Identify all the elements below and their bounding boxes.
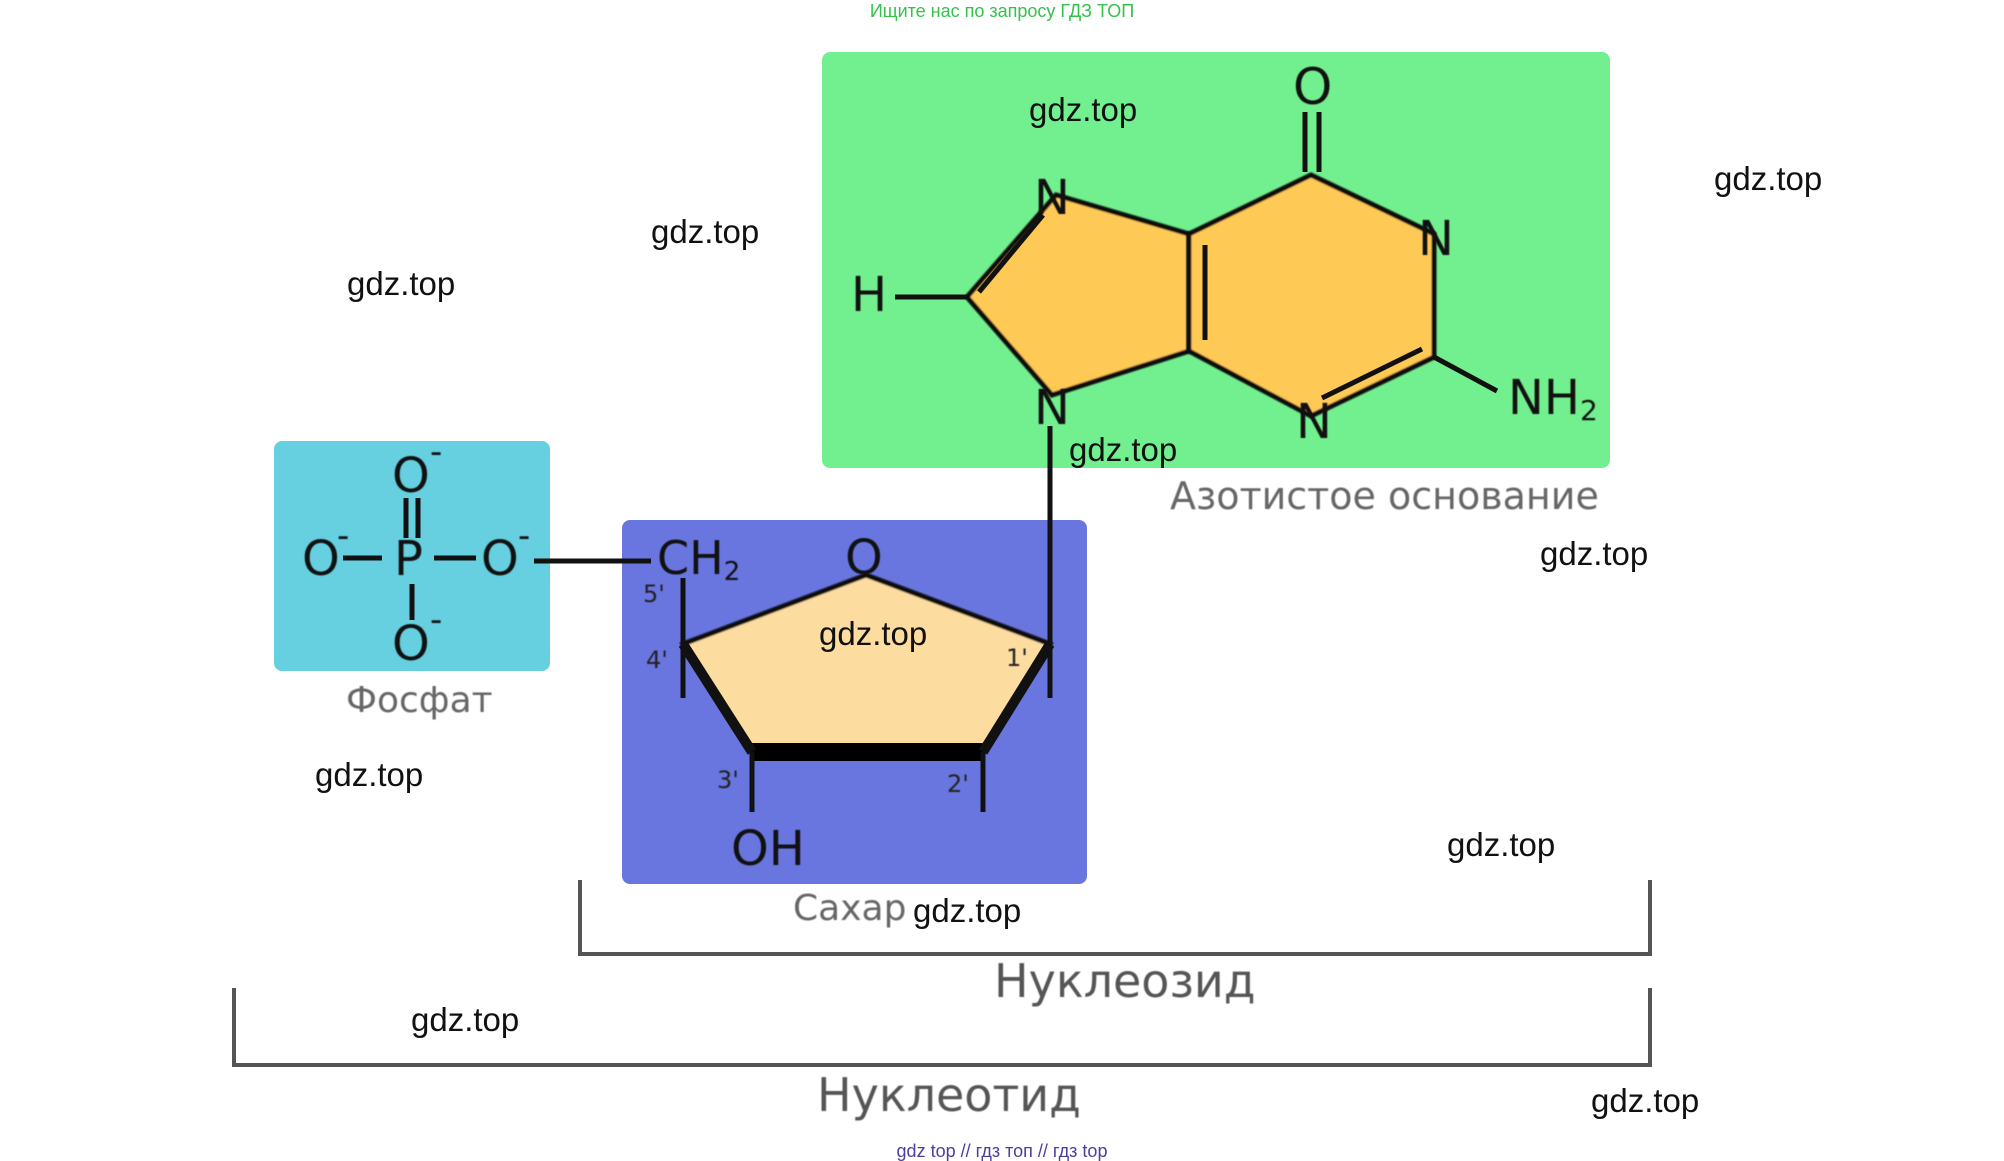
nucleotide-label: Нуклеотид <box>817 1068 1081 1122</box>
watermark-7: gdz.top <box>819 615 928 652</box>
position-5-prime: 5' <box>643 580 665 608</box>
base-n-bottom-left: N <box>1034 380 1070 436</box>
position-4-prime: 4' <box>646 646 668 674</box>
watermark-6: gdz.top <box>1540 535 1649 572</box>
sugar-hydroxyl: OH <box>731 821 805 877</box>
nucleoside-label: Нуклеозид <box>994 954 1256 1008</box>
phosphate-left-oxygen: O <box>302 531 340 587</box>
phosphate-top-charge: - <box>430 432 442 472</box>
base-n-right: N <box>1418 211 1454 267</box>
watermark-4: gdz.top <box>347 265 456 302</box>
amine-group: NH2 <box>1508 370 1598 427</box>
nucleoside-bracket <box>578 880 1652 956</box>
base-n-bottom-right: N <box>1296 394 1332 450</box>
sugar-ch2: CH2 <box>657 531 740 587</box>
phosphate-top-oxygen: O <box>392 448 430 504</box>
watermark-1: gdz.top <box>1029 91 1138 128</box>
watermark-9: gdz.top <box>1447 826 1556 863</box>
base-five-membered-ring <box>963 192 1192 398</box>
top-banner: Ищите нас по запросу ГДЗ ТОП <box>869 1 1135 21</box>
amine-bond <box>1432 354 1499 394</box>
watermark-5: gdz.top <box>1069 431 1178 468</box>
phosphate-left-charge: - <box>337 516 349 556</box>
carbonyl-oxygen: O <box>1293 58 1332 116</box>
phosphate-region <box>274 441 550 671</box>
watermark-11: gdz.top <box>411 1001 520 1038</box>
sugar-ring-oxygen: O <box>845 530 883 586</box>
phosphate-right-oxygen: O <box>481 531 519 587</box>
base-double-bond-3 <box>1320 346 1424 401</box>
watermark-8: gdz.top <box>315 756 424 793</box>
watermark-2: gdz.top <box>1714 160 1823 197</box>
sugar-left-edge <box>678 641 757 755</box>
base-double-bond-1 <box>977 213 1045 294</box>
phosphate-bottom-charge: - <box>430 600 442 640</box>
sugar-label: Сахар <box>793 888 906 929</box>
nucleotide-bracket <box>232 988 1652 1067</box>
base-hydrogen: H <box>851 267 887 323</box>
phosphate-right-charge: - <box>518 516 530 556</box>
phosphate-bottom-oxygen: O <box>392 616 430 672</box>
bottom-links: gdz top // гдз топ // гдз top <box>896 1141 1108 1161</box>
watermark-10: gdz.top <box>913 892 1022 929</box>
position-1-prime: 1' <box>1006 644 1028 672</box>
phosphorus-atom: P <box>394 531 423 587</box>
position-2-prime: 2' <box>947 770 969 798</box>
position-3-prime: 3' <box>717 766 739 794</box>
base-n-top: N <box>1034 170 1070 226</box>
base-label: Азотистое основание <box>1170 474 1599 518</box>
watermark-3: gdz.top <box>651 213 760 250</box>
phosphate-label: Фосфат <box>346 680 493 721</box>
watermark-12: gdz.top <box>1591 1082 1700 1119</box>
sugar-right-edge <box>978 641 1055 755</box>
